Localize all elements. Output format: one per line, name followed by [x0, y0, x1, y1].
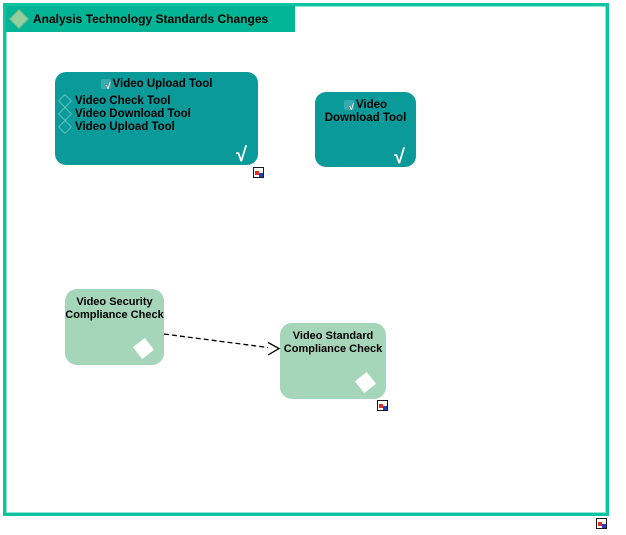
nested-item-list: Video Check Tool Video Download Tool Vid… — [55, 93, 258, 134]
node-title-line2: Compliance Check — [65, 309, 164, 321]
diamond-outline-icon — [57, 93, 73, 108]
diagram-frame[interactable] — [3, 3, 609, 516]
node-video-upload-tool-group[interactable]: Video Upload Tool Video Check Tool Video… — [55, 72, 258, 166]
diagram-reference-icon[interactable] — [377, 400, 388, 411]
node-video-standard-compliance-check[interactable]: Video Standard Compliance Check — [280, 323, 386, 399]
nested-item-label: Video Download Tool — [75, 107, 191, 120]
diamond-icon — [9, 9, 29, 29]
node-title-line1: Video Security — [76, 296, 153, 308]
element-type-icon — [343, 100, 354, 112]
nested-item-video-download-tool[interactable]: Video Download Tool — [57, 106, 258, 121]
diagram-title-bar[interactable]: Analysis Technology Standards Changes — [6, 6, 295, 32]
node-title: Video Upload Tool — [112, 78, 213, 90]
element-type-icon — [100, 79, 111, 91]
node-title-row: Video — [315, 99, 416, 112]
node-title-line1: Video Standard — [292, 330, 374, 342]
check-badge-icon: √ — [236, 144, 247, 166]
nested-item-label: Video Check Tool — [75, 94, 171, 107]
nested-item-video-check-tool[interactable]: Video Check Tool — [57, 93, 258, 108]
nested-item-video-upload-tool[interactable]: Video Upload Tool — [57, 119, 258, 134]
node-video-download-tool[interactable]: Video Download Tool √ — [315, 92, 416, 168]
node-title-line2: Compliance Check — [283, 343, 383, 355]
diagram-reference-icon[interactable] — [596, 518, 607, 529]
diamond-outline-icon — [57, 106, 73, 121]
node-video-security-compliance-check[interactable]: Video Security Compliance Check — [65, 289, 164, 365]
node-title-line1: Video — [355, 99, 388, 111]
node-title-line2: Download Tool — [324, 112, 407, 124]
node-title-row: Video Upload Tool — [55, 78, 258, 91]
diagram-reference-icon[interactable] — [253, 167, 264, 178]
diagram-title: Analysis Technology Standards Changes — [33, 12, 269, 26]
diamond-outline-icon — [57, 119, 73, 134]
deliverable-diamond-icon — [354, 371, 377, 394]
deliverable-diamond-icon — [132, 337, 155, 360]
node-title-row: Download Tool — [315, 112, 416, 124]
nested-item-label: Video Upload Tool — [75, 120, 175, 133]
check-badge-icon: √ — [394, 146, 405, 168]
